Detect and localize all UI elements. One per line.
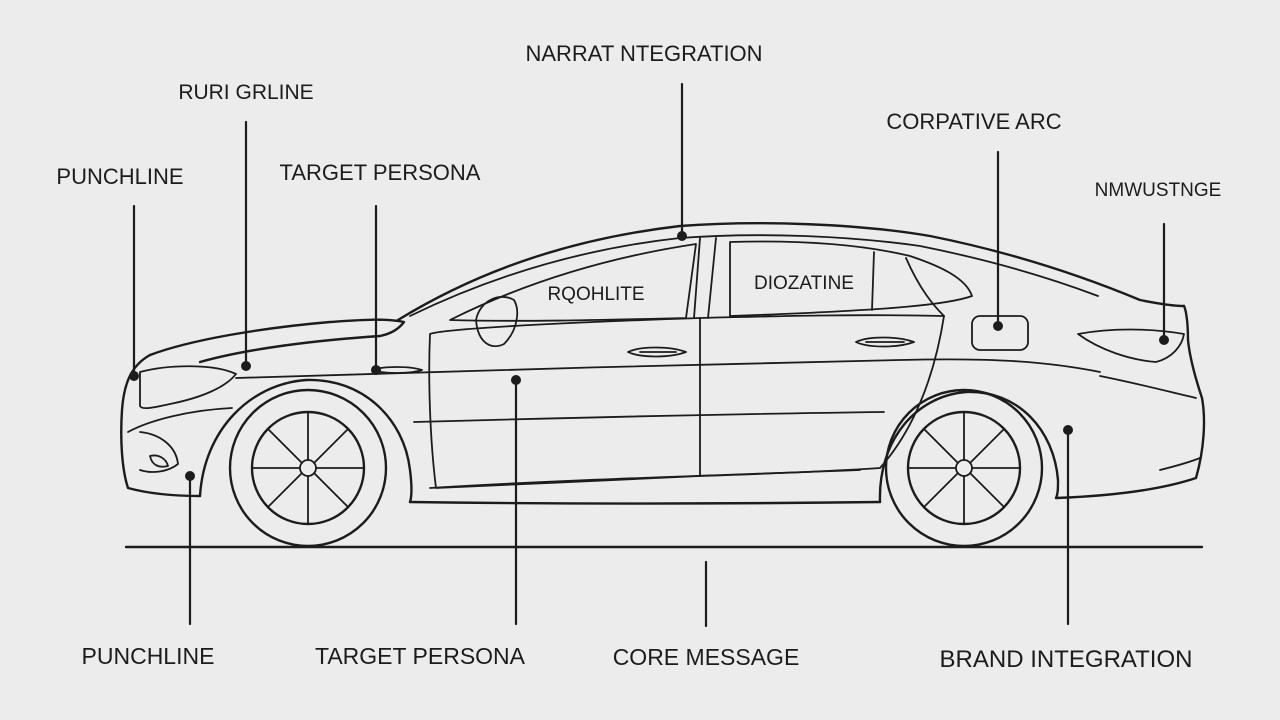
body-lower-crease <box>413 411 885 423</box>
hood-line <box>148 318 406 364</box>
label-window-front: RQOHLITE <box>547 284 644 305</box>
rear-bumper <box>1054 304 1206 500</box>
rear-spokes <box>907 411 1021 525</box>
window-frame-top <box>409 234 1099 317</box>
label-target-persona-top: TARGET PERSONA <box>280 160 481 185</box>
label-punchline-bottom: PUNCHLINE <box>82 643 215 669</box>
label-nmwustnge: NMWUSTNGE <box>1095 180 1222 201</box>
rear-window <box>729 240 973 317</box>
front-door-outline <box>428 317 701 489</box>
leader-lines <box>129 82 1169 628</box>
leader-narrat-dot <box>677 231 687 241</box>
label-ruri-grline: RURI GRLINE <box>178 81 313 104</box>
label-narrat-integration: NARRAT NTEGRATION <box>525 41 762 66</box>
side-mirror <box>475 296 519 348</box>
rear-wheel <box>884 388 1044 548</box>
b-pillar <box>693 237 717 319</box>
taillight <box>1077 328 1185 363</box>
rear-wheel-arch <box>878 390 1060 504</box>
leader-brand-dot <box>1063 425 1073 435</box>
label-core-message: CORE MESSAGE <box>613 644 800 670</box>
front-grille <box>139 431 179 473</box>
leader-arc-dot <box>993 321 1003 331</box>
label-punchline-top: PUNCHLINE <box>56 164 183 189</box>
leader-punchline-top-dot <box>129 371 139 381</box>
label-brand-integration: BRAND INTEGRATION <box>940 646 1193 673</box>
headlight <box>139 365 237 410</box>
rocker-panel <box>408 500 882 505</box>
leader-persona-top-dot <box>371 365 381 375</box>
body-character-line <box>235 358 1101 379</box>
rear-door-handle <box>855 336 915 348</box>
trunk-lid-line <box>1099 375 1197 399</box>
front-door-handle <box>627 346 687 358</box>
rear-diffuser <box>1159 457 1201 471</box>
quarter-window-divider <box>871 251 945 317</box>
front-wheel-arch <box>198 378 413 504</box>
labels: NARRAT NTEGRATION RURI GRLINE PUNCHLINE … <box>56 41 1221 673</box>
label-corpative-arc: CORPATIVE ARC <box>886 109 1061 134</box>
leader-nmwu-dot <box>1159 335 1169 345</box>
leader-persona-bottom-dot <box>511 375 521 385</box>
label-target-persona-bottom: TARGET PERSONA <box>315 643 526 669</box>
rear-tire-outer <box>884 388 1044 548</box>
rear-door-outline <box>699 314 945 477</box>
front-wheel <box>228 388 388 548</box>
roof-line <box>396 222 1186 322</box>
label-window-rear: DIOZATINE <box>754 273 854 294</box>
leader-ruri-dot <box>241 361 251 371</box>
bumper-lower-line <box>127 407 233 433</box>
front-window <box>449 243 697 322</box>
car-outline <box>120 222 1206 505</box>
fuel-door <box>971 315 1029 351</box>
fog-light <box>149 454 169 468</box>
leader-punchline-bottom-dot <box>185 471 195 481</box>
front-spokes <box>251 411 365 525</box>
front-marker-light <box>371 366 423 374</box>
front-tire-outer <box>228 388 388 548</box>
